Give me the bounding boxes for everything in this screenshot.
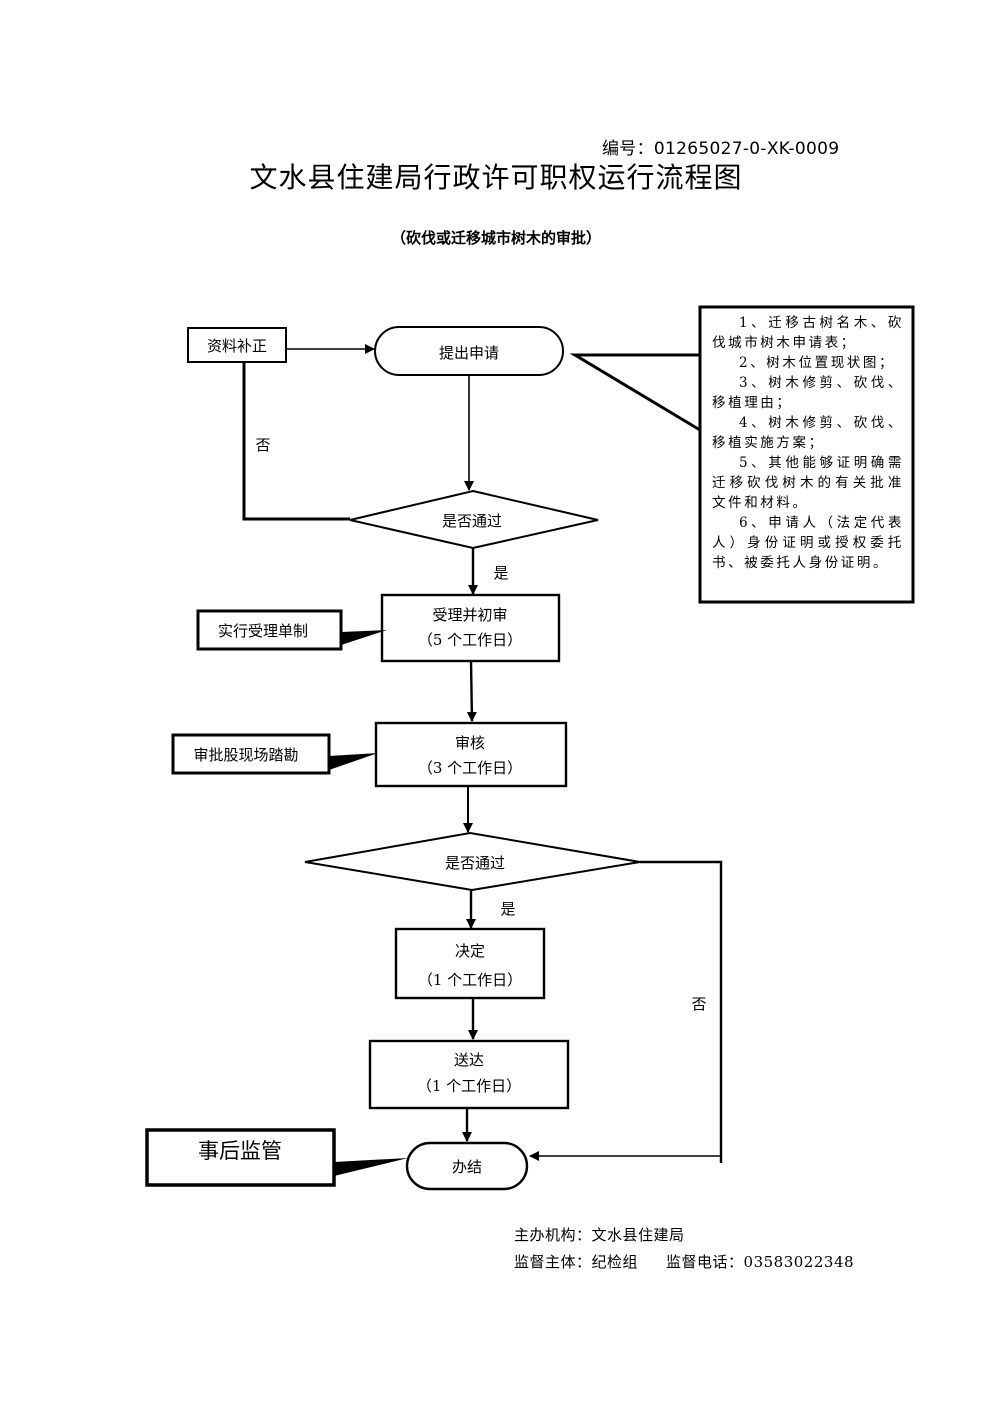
supplement-label: 资料补正 [207, 337, 267, 355]
no-branch-line [640, 860, 723, 1163]
deliver-box: 送达 （1 个工作日） [368, 1039, 570, 1110]
host-value: 文水县住建局 [591, 1226, 685, 1244]
doc-number-value: 01265027-0-XK-0009 [653, 139, 840, 159]
footer-host: 主办机构：文水县住建局 [514, 1222, 854, 1249]
accept-days: （5 个工作日） [418, 631, 522, 649]
supervise-pointer [334, 1158, 408, 1176]
review-days: （3 个工作日） [418, 759, 522, 777]
page-title: 文水县住建局行政许可职权运行流程图 [249, 161, 743, 194]
materials-item-6: 6、申请人（法定代表人）身份证明或授权委托书、被委托人身份证明。 [712, 515, 904, 571]
review-note-label: 审批股现场踏勘 [193, 746, 298, 764]
materials-item-3: 3、树木修剪、砍伐、移植理由； [712, 375, 904, 411]
materials-note-box [698, 305, 915, 604]
materials-note: 1、迁移古树名木、砍伐城市树木申请表； 2、树木位置现状图； 3、树木修剪、砍伐… [712, 313, 904, 573]
footer-info: 主办机构：文水县住建局 监督主体：纪检组 监督电话：03583022348 [514, 1222, 854, 1276]
phone-label: 监督电话： [666, 1253, 744, 1271]
host-label: 主办机构： [514, 1226, 592, 1244]
review-note-box: 审批股现场踏勘 [171, 733, 331, 775]
accept-box: 受理并初审 （5 个工作日） [380, 593, 561, 663]
doc-number-label: 编号： [602, 139, 654, 159]
supervise-label: 事后监管 [198, 1139, 282, 1163]
submit-label: 提出申请 [439, 344, 499, 362]
arrow-accept-to-review [466, 660, 477, 722]
supervisor-label: 监督主体： [514, 1253, 592, 1271]
materials-item-2: 2、树木位置现状图； [739, 355, 896, 371]
no-loop-to-supplement [242, 362, 350, 521]
no1-label: 否 [255, 436, 270, 454]
review-note-pointer [329, 753, 378, 770]
document-number: 编号：01265027-0-XK-0009 [602, 134, 839, 159]
supervise-box: 事后监管 [145, 1128, 336, 1187]
phone-value: 03583022348 [743, 1253, 855, 1271]
materials-callout-pointer [569, 353, 701, 432]
decide-title: 决定 [455, 942, 485, 960]
check2-label: 是否通过 [445, 854, 505, 872]
supplement-box: 资料补正 [187, 327, 287, 363]
yes1-label: 是 [493, 564, 508, 582]
finish-label: 办结 [452, 1158, 482, 1176]
decide-days: （1 个工作日） [418, 971, 522, 989]
check2-diamond: 是否通过 [304, 831, 641, 892]
accept-note-pointer [341, 630, 387, 645]
materials-item-1: 1、迁移古树名木、砍伐城市树木申请表； [712, 315, 904, 351]
decide-box: 决定 （1 个工作日） [394, 927, 546, 1000]
deliver-title: 送达 [454, 1051, 484, 1069]
accept-title: 受理并初审 [432, 606, 507, 624]
no2-label: 否 [691, 995, 706, 1013]
review-title: 审核 [455, 734, 485, 752]
check1-label: 是否通过 [442, 512, 502, 530]
review-box: 审核 （3 个工作日） [374, 721, 568, 788]
materials-item-5: 5、其他能够证明确需迁移砍伐树木的有关批准文件和材料。 [712, 455, 904, 511]
check1-diamond: 是否通过 [349, 489, 599, 550]
accept-note-box: 实行受理单制 [196, 609, 343, 651]
supervisor-value: 纪检组 [591, 1253, 639, 1271]
deliver-days: （1 个工作日） [417, 1077, 521, 1095]
yes2-label: 是 [500, 900, 515, 918]
submit-terminal: 提出申请 [374, 326, 564, 376]
accept-note-label: 实行受理单制 [218, 622, 308, 640]
page-subtitle: （砍伐或迁移城市树木的审批） [390, 229, 601, 247]
materials-item-4: 4、树木修剪、砍伐、移植实施方案； [712, 415, 904, 451]
finish-terminal: 办结 [405, 1141, 529, 1191]
footer-supervision: 监督主体：纪检组 监督电话：03583022348 [514, 1249, 854, 1276]
